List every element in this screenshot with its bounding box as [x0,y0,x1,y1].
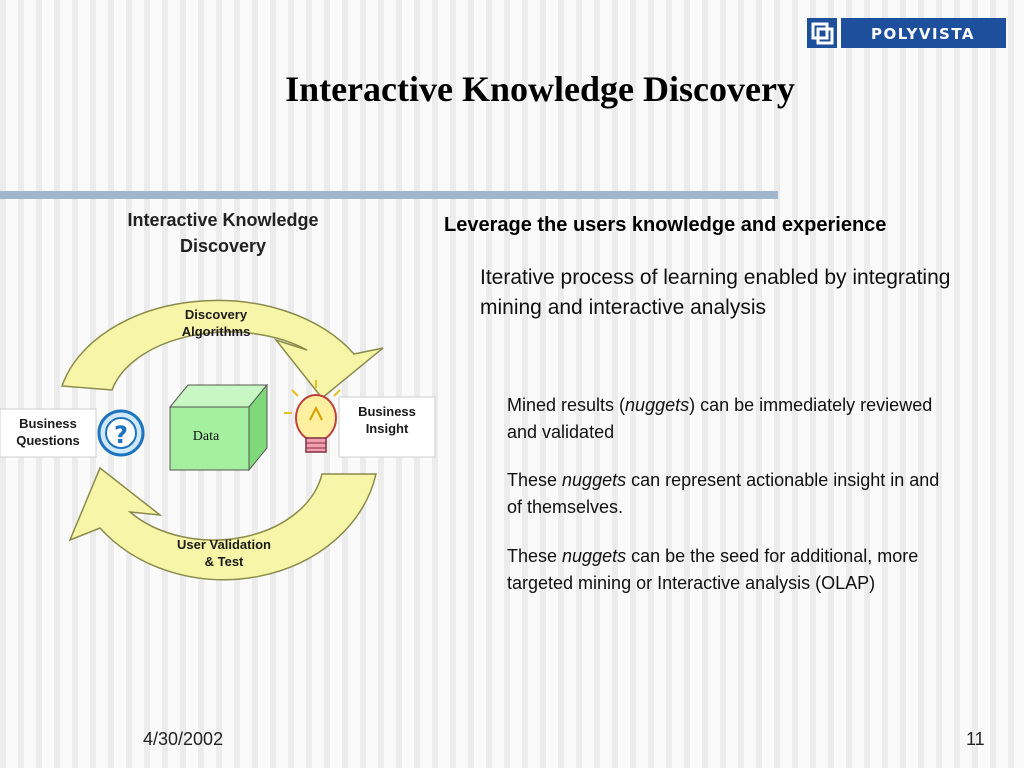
diagram-heading-line2: Discovery [180,236,266,256]
question-mark-icon: ? [97,409,145,457]
diagram-heading-line1: Interactive Knowledge [127,210,318,230]
polyvista-logo: POLYVISTA [807,18,1006,48]
bottom-arrow-label-line1: User Validation [177,537,271,552]
bullet-item: These nuggets can represent actionable i… [507,470,940,517]
discovery-algorithms-arrow [60,299,384,400]
data-label: Data [193,429,220,444]
subline: Iterative process of learning enabled by… [480,266,951,319]
business-insight-line2: Insight [366,421,409,436]
business-questions-line2: Questions [16,433,80,448]
emphasis-nuggets: nuggets [562,470,627,490]
footer-page-number: 11 [966,729,985,749]
business-insight-box [338,396,436,458]
data-cube-icon [168,383,269,472]
bottom-arrow-label-line2: & Test [205,554,244,569]
logo-text: POLYVISTA [871,25,975,43]
emphasis-nuggets: nuggets [562,546,627,566]
user-validation-arrow [68,466,377,581]
top-arrow-label-line1: Discovery [185,307,248,322]
title-divider [0,191,778,199]
knowledge-discovery-diagram: Interactive Knowledge Discovery Discover… [0,210,436,581]
svg-text:?: ? [114,421,128,449]
business-questions-line1: Business [19,416,77,431]
emphasis-nuggets: nuggets [625,395,690,415]
top-arrow-label-line2: Algorithms [182,324,251,339]
bullet-item: Mined results (nuggets) can be immediate… [507,395,933,442]
polyvista-logo-icon [807,18,837,48]
headline: Leverage the users knowledge and experie… [444,214,887,236]
lightbulb-icon [284,380,348,453]
slide-title: Interactive Knowledge Discovery [285,69,795,109]
business-questions-box [0,408,97,458]
footer-date: 4/30/2002 [143,729,224,749]
bullet-item: These nuggets can be the seed for additi… [507,546,919,593]
business-insight-line1: Business [358,404,416,419]
